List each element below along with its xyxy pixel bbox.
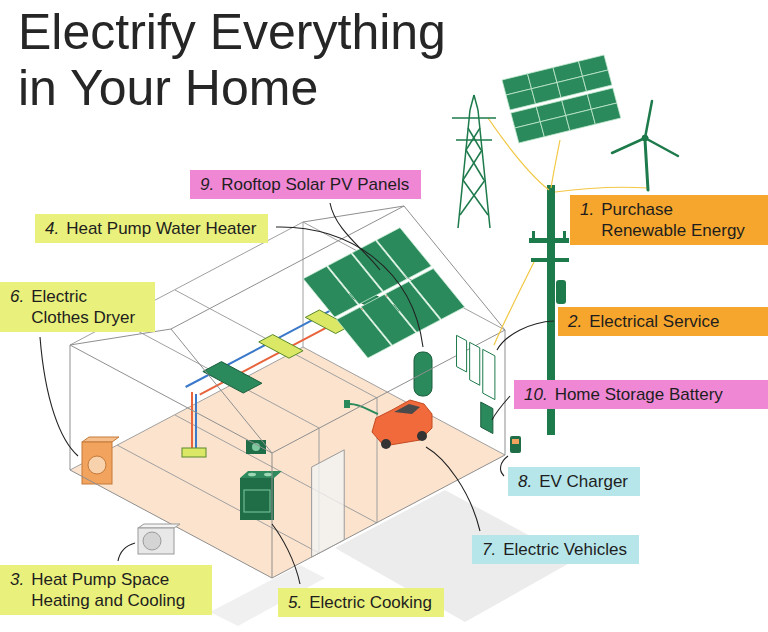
callout-label: Electric Vehicles [503,539,627,560]
callout-number: 7. [482,539,496,560]
callout-number: 1. [580,199,594,220]
callout-box: 10. Home Storage Battery [514,380,768,409]
outdoor-heat-pump [138,524,180,554]
house-floor [70,347,505,578]
transmission-tower [452,95,496,228]
callout-box: 4. Heat Pump Water Heater [35,214,268,243]
supply-duct [200,294,391,395]
electrical-panels [457,335,495,434]
solar-farm [502,55,621,143]
leader-line [118,543,135,561]
attic-unit [259,335,303,359]
callout-label: Heat Pump Water Heater [66,218,256,239]
callout-box: 1. Purchase Renewable Energy [570,195,768,245]
leader-line [276,227,423,347]
callout-label: EV Charger [539,471,628,492]
leader-lines [40,203,554,584]
callout-box: 9. Rooftop Solar PV Panels [190,170,421,199]
leader-line [40,337,78,456]
clothes-dryer [82,437,119,484]
wind-turbine [612,101,678,190]
callout-number: 3. [10,569,24,590]
callout-number: 9. [200,174,214,195]
callout-label: Electrical Service [589,311,756,332]
callout-box: 3. Heat Pump Space Heating and Cooling [0,565,212,615]
callout-label: Home Storage Battery [555,384,756,405]
callout-label: Rooftop Solar PV Panels [221,174,409,195]
leader-line [492,396,510,420]
callout-label: Heat Pump Space Heating and Cooling [31,569,200,611]
callout-box: 2. Electrical Service [558,307,768,336]
callout-number: 2. [568,311,582,332]
leader-line [497,321,554,350]
leader-line [501,456,508,476]
rooftop-solar-panels [303,228,464,358]
callout-label: Electric Clothes Dryer [31,286,143,328]
callout-number: 4. [45,218,59,239]
air-handler [203,362,262,393]
leader-line [330,203,380,270]
electric-car [344,400,432,449]
return-duct [195,394,197,448]
callout-box: 5. Electric Cooking [278,588,444,617]
supply-duct [191,392,193,448]
callout-number: 5. [288,592,302,613]
electric-stove [240,440,282,520]
ev-charger [510,436,521,453]
front-door [312,450,345,557]
house-front-walls [70,206,505,578]
callout-number: 8. [518,471,532,492]
callout-box: 8. EV Charger [508,467,640,496]
callout-label: Electric Cooking [309,592,432,613]
leader-line [272,524,300,584]
callout-box: 7. Electric Vehicles [472,535,639,564]
water-heater-tank [414,352,432,396]
callout-box: 6. Electric Clothes Dryer [0,282,155,332]
diagram-title: Electrify Everything in Your Home [18,4,488,116]
callout-label: Purchase Renewable Energy [601,199,756,241]
leader-line [426,447,480,531]
indoor-unit [182,448,206,457]
callout-number: 6. [10,286,24,307]
callout-number: 10. [524,384,548,405]
house-back-walls [70,222,505,553]
